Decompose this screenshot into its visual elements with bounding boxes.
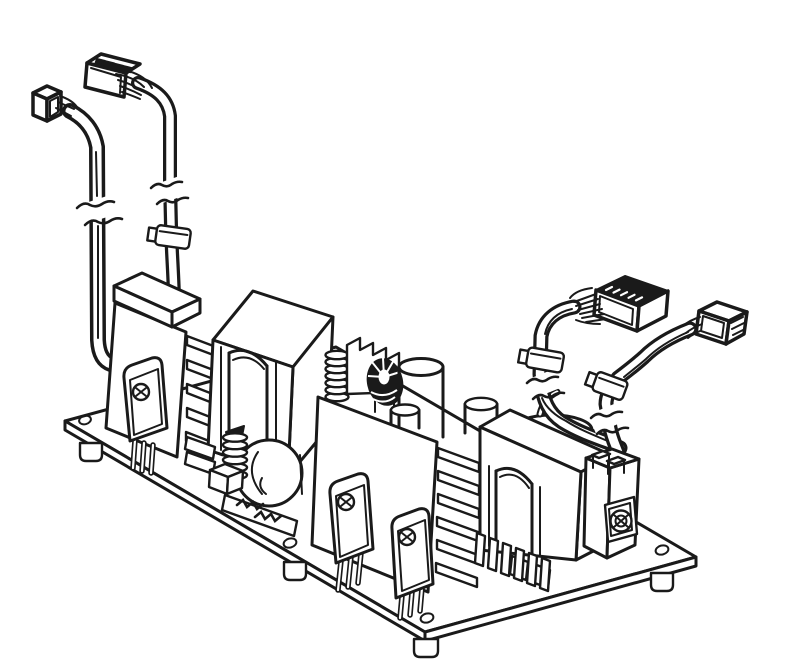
transistor-legs — [130, 437, 156, 476]
transistor-q3 — [390, 507, 435, 621]
cable-clamp — [516, 346, 566, 374]
capacitors — [389, 357, 499, 443]
snubber-cluster — [183, 425, 304, 538]
mounting-holes — [78, 414, 670, 624]
harness-main — [516, 275, 670, 456]
wire-fan — [569, 287, 607, 325]
connector-5pin — [83, 52, 153, 100]
winding — [494, 466, 534, 555]
rubber-feet — [78, 441, 675, 659]
transistor-legs — [397, 585, 425, 621]
terminal-slots — [590, 449, 627, 475]
connector-2pin — [31, 84, 78, 123]
connector-4pin — [682, 300, 749, 346]
terminal-block — [582, 447, 641, 560]
pin-comb — [473, 531, 552, 593]
wire-fan — [55, 95, 78, 117]
transistor-legs — [335, 550, 364, 593]
cooling-fins — [434, 446, 481, 589]
cable-clamp — [146, 224, 192, 250]
connector-main — [569, 275, 670, 333]
transistor-q1 — [122, 356, 169, 476]
harness-4pin — [583, 300, 749, 460]
wire-fan — [682, 316, 703, 339]
connector-ribs — [94, 58, 133, 74]
cable-clamp — [583, 370, 629, 401]
connector-slits — [604, 285, 644, 302]
wire-fan — [115, 70, 153, 100]
harness-2pin — [31, 84, 134, 372]
transistor-q2 — [328, 472, 375, 593]
choke-coil — [324, 349, 350, 403]
toroid-inductor — [366, 357, 404, 413]
